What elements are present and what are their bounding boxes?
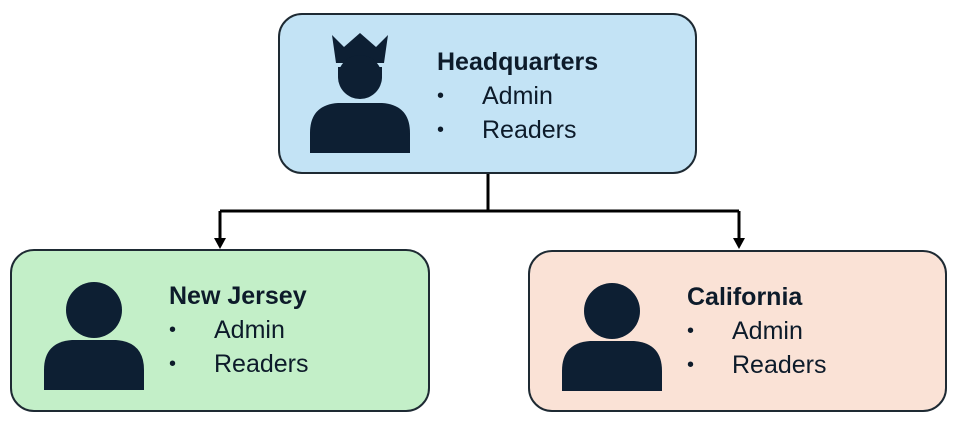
arrowhead-new-jersey xyxy=(214,238,226,249)
node-california: California • Admin • Readers xyxy=(528,250,947,412)
bullet-list: • Admin • Readers xyxy=(437,79,598,147)
arrowhead-california xyxy=(733,238,745,249)
bullet-icon: • xyxy=(437,85,445,107)
list-item: • Readers xyxy=(687,348,827,382)
list-item: • Readers xyxy=(169,347,309,381)
item-label: Admin xyxy=(214,316,285,344)
bullet-icon: • xyxy=(169,319,177,341)
crowned-person-icon xyxy=(310,33,410,153)
bullet-icon: • xyxy=(437,119,445,141)
node-title: New Jersey xyxy=(169,282,307,310)
node-new-jersey: New Jersey • Admin • Readers xyxy=(10,249,430,412)
node-title: Headquarters xyxy=(437,48,599,76)
bullet-list: • Admin • Readers xyxy=(687,314,827,382)
list-item: • Admin xyxy=(687,314,827,348)
list-item: • Admin xyxy=(437,79,598,113)
list-item: • Readers xyxy=(437,113,598,147)
node-title: California xyxy=(687,283,803,311)
item-label: Readers xyxy=(214,350,309,378)
bullet-icon: • xyxy=(169,353,177,375)
bullet-icon: • xyxy=(687,320,695,342)
bullet-icon: • xyxy=(687,354,695,376)
item-label: Admin xyxy=(482,82,553,110)
node-text: Headquarters • Admin • Readers xyxy=(437,45,598,147)
item-label: Readers xyxy=(732,351,827,379)
node-text: New Jersey • Admin • Readers xyxy=(169,279,309,381)
item-label: Admin xyxy=(732,317,803,345)
list-item: • Admin xyxy=(169,313,309,347)
person-icon xyxy=(562,283,662,391)
node-headquarters: Headquarters • Admin • Readers xyxy=(278,13,697,174)
item-label: Readers xyxy=(482,116,577,144)
node-text: California • Admin • Readers xyxy=(687,280,827,382)
person-icon xyxy=(44,282,144,390)
bullet-list: • Admin • Readers xyxy=(169,313,309,381)
